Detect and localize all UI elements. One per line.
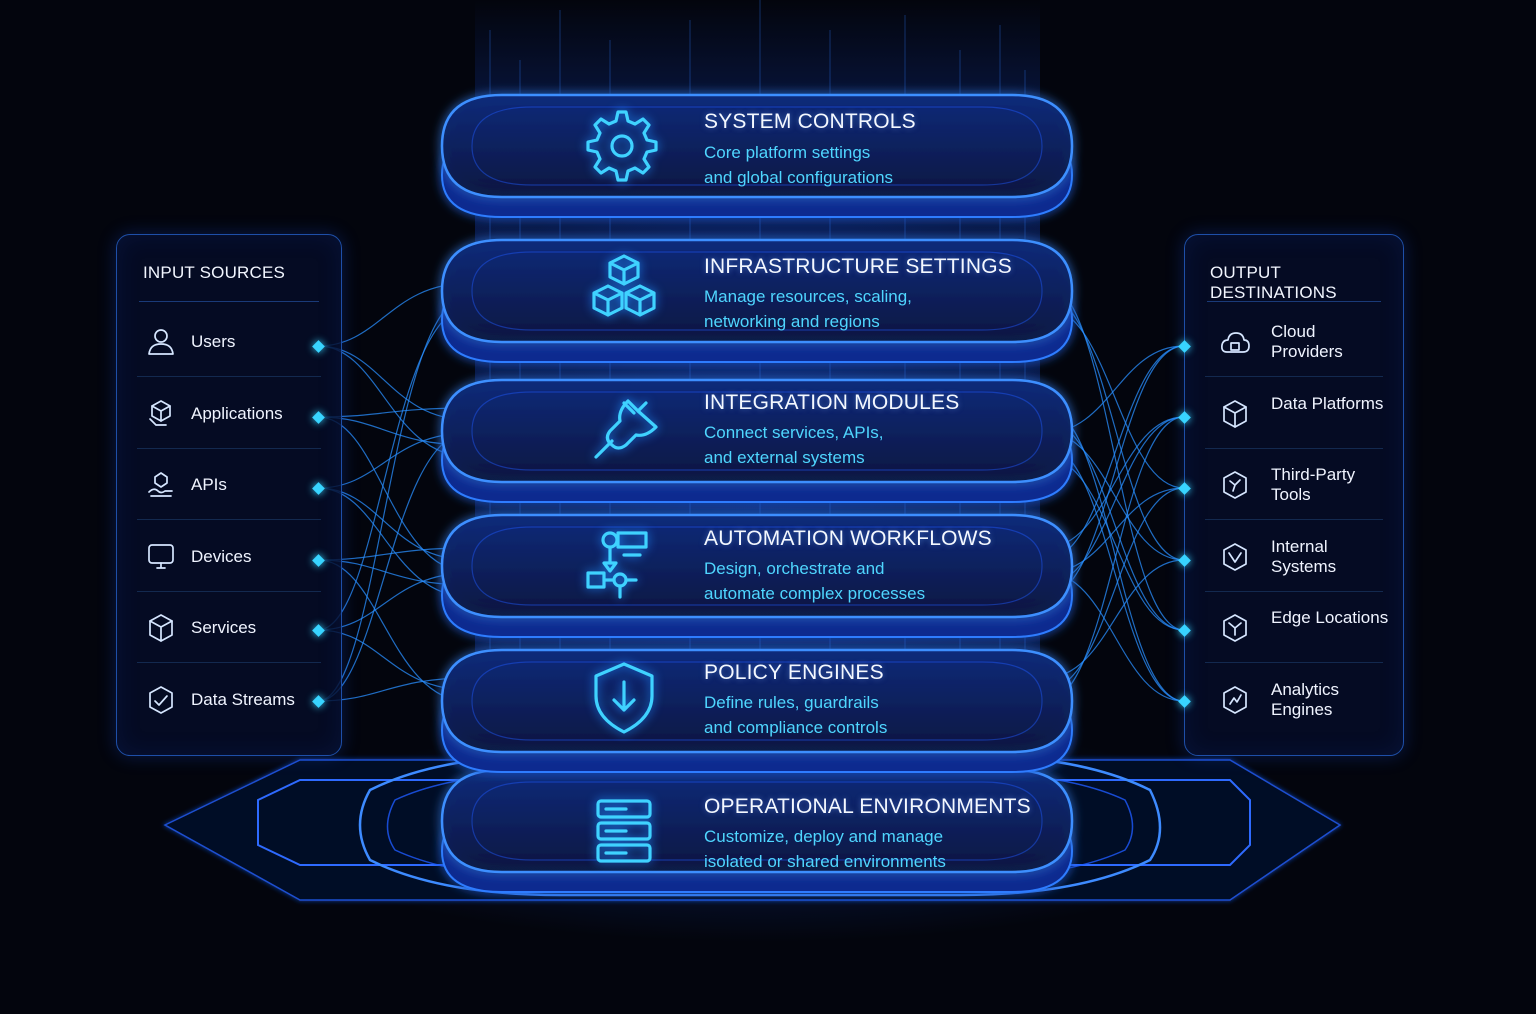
plug-icon [582,385,666,469]
api-icon [144,468,178,502]
disc-inner-ring [471,526,1043,606]
row-divider [137,590,321,592]
item-label: Third-Party Tools [1271,465,1356,504]
layer-description-line-1: Connect services, APIs, [704,423,884,442]
item-label: Users [191,332,236,351]
user-icon [144,325,178,359]
workflow-icon [580,523,664,607]
output-panel-title: OUTPUT DESTINATIONS [1210,263,1337,302]
input-item-services: Services [117,593,341,663]
device-icon [144,540,178,574]
layer-description-line-1: Manage resources, scaling, [704,287,912,306]
shield-icon [582,656,666,740]
third-party-icon [1218,468,1252,502]
layer-description-line-2: and compliance controls [704,718,888,737]
layer-disc-2 [440,238,1074,363]
item-label: Devices [191,546,252,566]
input-panel-title: INPUT SOURCES [143,263,286,282]
cloud-icon [1218,325,1252,359]
data-streams-icon [144,683,178,717]
output-item-data-platforms: Data Platforms [1185,379,1403,449]
item-label: Cloud Providers [1271,322,1343,361]
cubes-icon [582,248,666,332]
layer-description-line-2: and global configurations [704,168,894,187]
item-label: Data Streams [191,689,295,709]
layer-title: INFRASTRUCTURE SETTINGS [704,255,1012,278]
row-divider [137,376,321,377]
input-item-devices: Devices [117,522,341,592]
disc-inner-ring [471,106,1043,186]
layer-description-line-2: and external systems [704,448,865,467]
output-item-cloud-providers: Cloud Providers [1185,307,1403,377]
output-item-third-party-tools: Third-Party Tools [1185,450,1403,520]
services-icon [144,611,178,645]
edge-icon [1218,611,1252,645]
disc-face [440,378,1074,484]
row-divider [1205,519,1383,520]
input-item-apis: APIs [117,450,341,520]
item-label: Analytics Engines [1271,679,1340,719]
input-item-applications: Applications [117,379,341,449]
item-label: APIs [191,475,227,494]
disc-face [440,238,1074,344]
item-label: Services [191,618,257,637]
layer-description-line-2: networking and regions [704,312,880,331]
layer-description-line-1: Core platform settings [704,143,871,162]
disc-inner-ring [471,661,1043,741]
internal-systems-icon [1218,540,1252,574]
output-item-analytics-engines: Analytics Engines [1185,665,1403,735]
layer-disc-3 [440,378,1074,503]
disc-inner-ring [471,391,1043,471]
input-item-users: Users [117,307,341,377]
layer-description-line-2: automate complex processes [704,584,926,603]
item-label: Internal Systems [1271,536,1337,576]
layer-description-line-1: Define rules, guardrails [704,693,879,712]
layer-discs [440,93,1074,893]
layer-title: POLICY ENGINES [704,661,884,684]
input-item-data-streams: Data Streams [117,665,341,735]
output-item-internal-systems: Internal Systems [1185,522,1403,592]
row-divider [137,662,321,663]
gear-icon [580,104,664,188]
disc-face [440,513,1074,619]
data-platform-icon [1218,397,1252,431]
row-divider [1205,590,1383,592]
disc-inner-ring [471,251,1043,331]
layer-title: AUTOMATION WORKFLOWS [704,527,992,550]
row-divider [137,519,321,520]
server-icon [582,789,666,873]
layer-title: SYSTEM CONTROLS [704,110,916,133]
layer-title: INTEGRATION MODULES [704,391,960,414]
disc-inner-ring [471,781,1043,861]
row-divider [137,447,321,449]
item-label: Applications [191,403,283,423]
row-divider [1205,447,1383,449]
layer-title: OPERATIONAL ENVIRONMENTS [704,795,1031,818]
analytics-icon [1218,683,1252,717]
item-label: Data Platforms [1271,393,1384,413]
item-label: Edge Locations [1271,608,1389,627]
applications-icon [144,397,178,431]
output-connector-line [1044,559,1185,679]
row-divider [1205,376,1383,377]
input-panel-divider [139,301,319,302]
row-divider [1205,662,1383,663]
layer-description-line-1: Design, orchestrate and [704,559,885,578]
layer-description-line-2: isolated or shared environments [704,852,946,871]
output-item-edge-locations: Edge Locations [1185,593,1403,663]
layer-description-line-1: Customize, deploy and manage [704,827,944,846]
output-panel-divider [1207,301,1381,302]
